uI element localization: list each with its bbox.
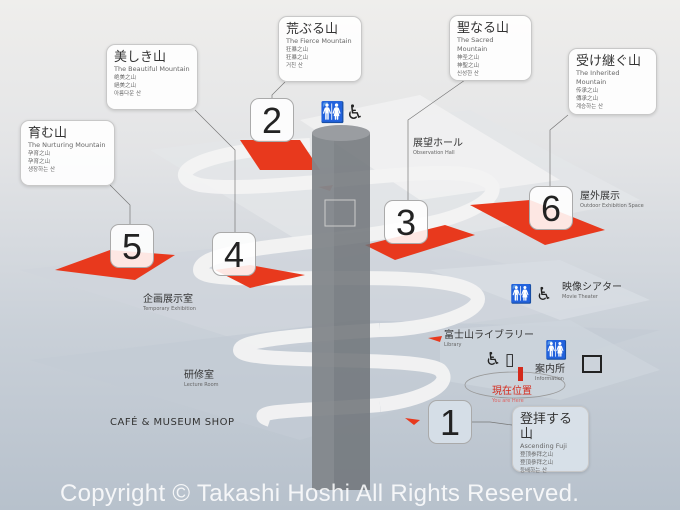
label-cafe-shop: CAFÉ & MUSEUM SHOP — [110, 417, 235, 428]
card-sacred-mountain: 聖なる山 The Sacred Mountain 神圣之山 神聖之山 신성한 산 — [449, 15, 532, 81]
you-are-here-figure — [518, 367, 523, 381]
card-english: The Beautiful Mountain — [114, 65, 190, 73]
label-jp: 屋外展示 — [580, 191, 620, 202]
elevator-car — [324, 199, 356, 227]
label-en: Temporary Exhibition — [143, 306, 196, 312]
you-are-here-area — [464, 371, 566, 399]
marker-3: 3 — [384, 200, 428, 244]
floor-observation — [300, 95, 560, 200]
label-en: Observation Hall — [413, 150, 455, 156]
card-line: 神聖之山 — [457, 63, 480, 69]
label-jp: 富士山ライブラリー — [444, 330, 534, 341]
card-english: Ascending Fuji — [520, 442, 567, 450]
leader-lines — [109, 79, 569, 426]
label-jp: 展望ホール — [413, 138, 463, 149]
card-inherited-mountain: 受け継ぐ山 The Inherited Mountain 传承之山 傳承之山 계… — [568, 48, 657, 115]
card-english: The Nurturing Mountain — [28, 141, 106, 149]
card-line: 傳承之山 — [576, 96, 599, 102]
floor-theater — [430, 260, 650, 320]
label-en: Library — [444, 342, 462, 348]
label-information: 案内所 Information — [535, 364, 565, 383]
card-line: 神圣之山 — [457, 55, 480, 61]
label-en: Movie Theater — [562, 294, 598, 300]
card-title: 受け継ぐ山 — [576, 54, 642, 69]
wheelchair-icon: ♿ — [485, 349, 502, 370]
card-english: The Fierce Mountain — [286, 37, 352, 45]
card-line: 거친 산 — [286, 63, 303, 69]
baby-bottle-icon: ▯ — [505, 350, 515, 370]
card-line: 绝美之山 — [114, 75, 137, 81]
card-beautiful-mountain: 美しき山 The Beautiful Mountain 绝美之山 絕美之山 아름… — [106, 44, 198, 110]
label-temporary-exhibition: 企画展示室 Temporary Exhibition — [143, 294, 196, 313]
card-english: The Inherited Mountain — [576, 69, 620, 86]
card-line: 絕美之山 — [114, 83, 137, 89]
card-title: 美しき山 — [114, 50, 167, 65]
label-jp: 映像シアター — [562, 282, 622, 293]
card-title: 聖なる山 — [457, 21, 510, 36]
marker-2: 2 — [250, 98, 294, 142]
label-en: Outdoor Exhibition Space — [580, 203, 644, 209]
card-line: 생장하는 산 — [28, 167, 56, 173]
card-line: 登頂參拜之山 — [520, 460, 554, 466]
card-line: 아름다운 산 — [114, 91, 142, 97]
marker-6: 6 — [529, 186, 573, 230]
wheelchair-icon: ♿ — [346, 100, 364, 124]
label-jp: 企画展示室 — [143, 294, 193, 305]
floor-library — [440, 320, 660, 400]
card-line: 传承之山 — [576, 88, 599, 94]
card-line: 등배하는 산 — [520, 468, 548, 474]
label-jp: 案内所 — [535, 364, 565, 375]
label-en: Lecture Room — [184, 382, 219, 388]
label-outdoor-exhibition: 屋外展示 Outdoor Exhibition Space — [580, 191, 644, 210]
label-jp: 現在位置 — [492, 386, 532, 397]
card-title: 育む山 — [28, 126, 68, 141]
card-fierce-mountain: 荒ぶる山 The Fierce Mountain 狂暴之山 狂暴之山 거친 산 — [278, 16, 362, 82]
card-line: 孕育之山 — [28, 151, 51, 157]
label-library: 富士山ライブラリー Library — [444, 330, 534, 349]
restroom-icon: 🚻 — [510, 284, 533, 305]
card-nurturing-mountain: 育む山 The Nurturing Mountain 孕育之山 孕育之山 생장하… — [20, 120, 115, 186]
label-en: Information — [535, 376, 564, 382]
arrow-1 — [405, 418, 420, 425]
card-line: 신성한 산 — [457, 71, 479, 77]
wheelchair-icon: ♿ — [536, 284, 553, 305]
label-en: You are Here — [492, 398, 524, 404]
label-jp: 研修室 — [184, 370, 214, 381]
card-line: 登顶参拜之山 — [520, 452, 554, 458]
marker-1: 1 — [428, 400, 472, 444]
marker-5: 5 — [110, 224, 154, 268]
arrow-2 — [428, 336, 442, 342]
marker-4: 4 — [212, 232, 256, 276]
card-title: 登拝する山 — [520, 412, 573, 442]
card-english: The Sacred Mountain — [457, 36, 494, 53]
card-line: 狂暴之山 — [286, 55, 309, 61]
card-line: 狂暴之山 — [286, 47, 309, 53]
card-title: 荒ぶる山 — [286, 22, 339, 37]
restroom-icon: 🚻 — [320, 100, 345, 124]
card-line: 孕育之山 — [28, 159, 51, 165]
locker-icon — [582, 355, 602, 373]
label-you-are-here: 現在位置 You are Here — [492, 386, 532, 405]
platform-2 — [240, 140, 320, 170]
restroom-icon: 🚻 — [545, 340, 568, 361]
card-line: 계승하는 산 — [576, 104, 604, 110]
label-lecture-room: 研修室 Lecture Room — [184, 370, 219, 389]
card-ascending-fuji: 登拝する山 Ascending Fuji 登顶参拜之山 登頂參拜之山 등배하는 … — [512, 406, 589, 474]
label-movie-theater: 映像シアター Movie Theater — [562, 282, 622, 301]
copyright-watermark: Copyright © Takashi Hoshi All Rights Res… — [60, 480, 580, 507]
label-observation-hall: 展望ホール Observation Hall — [413, 138, 463, 157]
